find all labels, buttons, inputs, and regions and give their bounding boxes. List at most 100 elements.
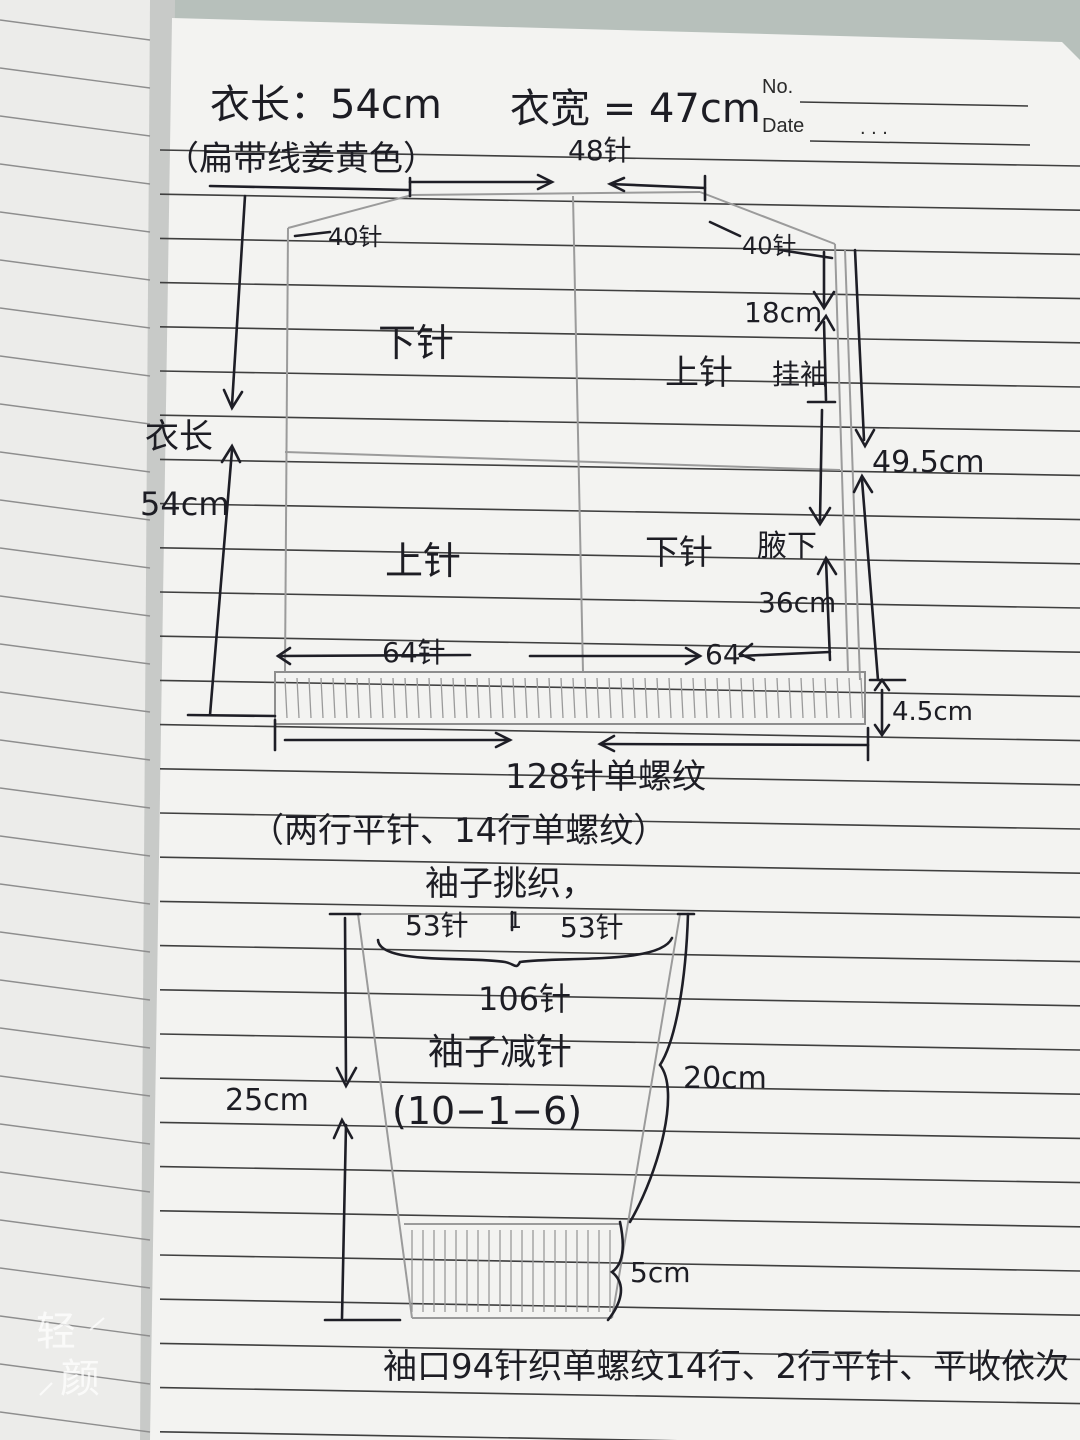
width-note: 衣宽 = 47cm [510, 86, 761, 132]
ribbing-tick [512, 677, 516, 719]
watermark-slash-2 [39, 1382, 53, 1396]
ribbing-tick [476, 677, 480, 719]
left-page-line [0, 787, 151, 809]
watermark-slash-1 [89, 1317, 105, 1331]
left-page-line [0, 931, 151, 953]
date-label: Date [762, 115, 804, 137]
ribbing-tick [596, 677, 600, 719]
left-page-line [0, 1315, 151, 1337]
armhole-cm: 18cm [744, 296, 822, 329]
ribbing-tick [716, 677, 720, 719]
underarm-label: 腋下 [757, 529, 817, 564]
left-page [0, 0, 165, 1440]
ribbing-tick [500, 677, 504, 719]
left-page-line [0, 211, 151, 233]
ruled-line [159, 502, 1080, 521]
ruled-line [159, 1165, 1080, 1184]
ruled-line [159, 591, 1080, 609]
ribbing-tick [296, 677, 300, 719]
ruled-lines [159, 149, 1080, 1440]
left-page-line [0, 163, 151, 185]
ribbing-tick [788, 677, 792, 719]
watermark-line1: 轻 [36, 1309, 76, 1355]
ribbing-tick [632, 677, 636, 719]
ribbing-tick [356, 677, 360, 719]
ruled-line [159, 237, 1080, 256]
sleeve-total-cm: 25cm [225, 1083, 309, 1118]
left-page-line [0, 307, 151, 329]
ribbing-tick [440, 677, 444, 719]
ribbing-tick [728, 677, 732, 719]
ruled-line [159, 414, 1080, 432]
ruled-line [159, 281, 1080, 300]
ribbing-tick [548, 677, 552, 719]
watermark-line2: 颜 [60, 1356, 100, 1402]
sleeve-mid-mark: 1 [508, 909, 522, 934]
ribbing-tick [380, 677, 384, 719]
ribbing-tick [848, 677, 852, 719]
ruled-line [159, 547, 1080, 565]
left-page-line [0, 595, 151, 617]
ribbing-tick [764, 677, 768, 719]
ruled-line [159, 1342, 1080, 1361]
ribbing-tick [824, 677, 828, 719]
ribbing-tick [704, 677, 708, 719]
ribbing-tick [692, 677, 696, 719]
left-page-rules [0, 19, 151, 1433]
ruled-line [159, 944, 1080, 963]
length-label: 衣长 [145, 417, 213, 457]
left-page-line [0, 1411, 151, 1433]
ruled-line [159, 1077, 1080, 1095]
ribbing-tick [368, 677, 372, 719]
ribbing-tick [428, 677, 432, 719]
hem-total: 128针单螺纹 [505, 757, 706, 797]
ribbing-tick [284, 677, 288, 719]
ribbing-tick [656, 677, 660, 719]
ruled-line [159, 900, 1080, 919]
sleeve-decrease-label: 袖子减针 [428, 1032, 572, 1073]
ribbing-tick [740, 677, 744, 719]
ruled-line [159, 326, 1080, 344]
date-dots: . . . [860, 117, 888, 139]
ribbing-cm: 4.5cm [892, 697, 973, 727]
left-page-line [0, 883, 151, 905]
left-page-line [0, 1363, 151, 1385]
ruled-line [159, 1210, 1080, 1228]
ribbing-tick [536, 677, 540, 719]
ribbing-tick [836, 677, 840, 719]
top-stitches: 48针 [568, 134, 632, 167]
back-lower-label: 上针 [385, 539, 461, 583]
ribbing-tick [404, 677, 408, 719]
body-diagram: 48针 40针 40针 下针 上针 挂袖 上针 下针 腋下 衣长 54cm 18… [140, 134, 985, 851]
hem-right-stitches: 64 [705, 638, 741, 671]
left-page-line [0, 1027, 151, 1049]
ruled-line [159, 723, 1080, 742]
ruled-line [159, 458, 1080, 477]
sleeve-right-stitches: 53针 [560, 911, 624, 944]
ruled-line [159, 679, 1080, 698]
left-page-line [0, 835, 151, 857]
left-page-line [0, 355, 151, 377]
left-page-line [0, 499, 151, 521]
ribbing-tick [416, 677, 420, 719]
shoulder-right: 40针 [742, 232, 797, 260]
left-page-line [0, 1267, 151, 1289]
left-page-line [0, 643, 151, 665]
left-page-line [0, 1219, 151, 1241]
length-note: 衣长：54cm [210, 82, 442, 128]
ruled-line [159, 856, 1080, 874]
ribbing-tick [608, 677, 612, 719]
ruled-line [159, 768, 1080, 786]
front-upper-side-label: 挂袖 [772, 358, 828, 391]
ribbing-tick [680, 677, 684, 719]
date-underline [809, 140, 1031, 146]
ruled-line [159, 370, 1080, 388]
sleeve-diagram: 袖子挑织， 53针 1 53针 106针 袖子减针 (10−1−6) 25cm … [225, 864, 1069, 1387]
ruled-line [159, 1121, 1080, 1140]
front-lower-label: 下针 [645, 533, 713, 573]
left-page-line [0, 1171, 151, 1193]
ribbing-tick [392, 677, 396, 719]
ruled-line [159, 635, 1080, 653]
ruled-line [159, 149, 1080, 167]
